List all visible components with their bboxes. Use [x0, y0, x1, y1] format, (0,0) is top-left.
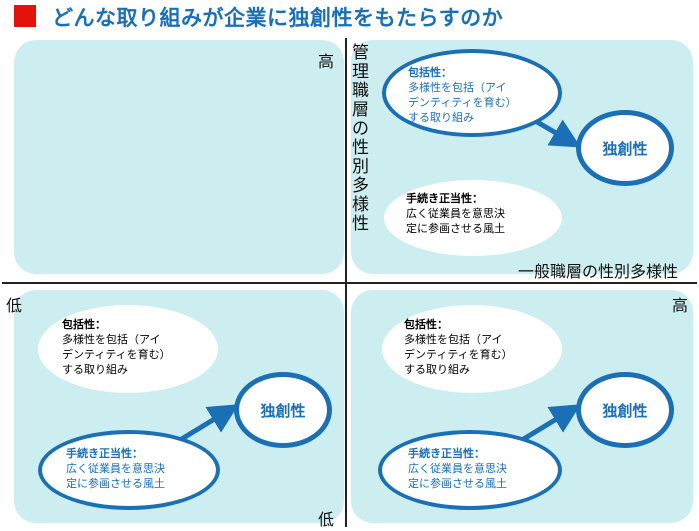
procedural-bubble-br: 手続き正当性： 広く従業員を意思決 定に参画させる風土	[378, 430, 562, 510]
inclusion-text-line: する取り組み	[408, 111, 474, 124]
diagram-title: どんな取り組みが企業に独創性をもたらすのか	[52, 6, 504, 30]
inclusion-bubble-br: 包括性： 多様性を包括（アイ デンティティを育む） する取り組み	[382, 305, 562, 393]
inclusion-heading: 包括性：	[408, 66, 452, 79]
inclusion-text-line: デンティティを育む）	[62, 348, 171, 361]
inclusion-text-line: デンティティを育む）	[404, 348, 513, 361]
title-bar: どんな取り組みが企業に独創性をもたらすのか	[0, 0, 699, 36]
creativity-circle-br: 独創性	[576, 372, 674, 448]
title-marker-square	[14, 5, 36, 27]
x-axis-title: 一般職層の性別多様性	[518, 262, 679, 281]
arrow-br	[520, 404, 581, 443]
inclusion-heading: 包括性：	[404, 318, 448, 331]
x-axis-low-label: 低	[6, 296, 23, 315]
inclusion-text-line: 多様性を包括（アイ	[408, 81, 507, 94]
quadrant-top-left	[14, 40, 344, 274]
procedural-text-line: 定に参画させる風土	[408, 477, 507, 490]
arrow-bl	[178, 404, 239, 443]
inclusion-bubble-bl: 包括性： 多様性を包括（アイ デンティティを育む） する取り組み	[38, 305, 218, 393]
inclusion-text-line: する取り組み	[404, 363, 470, 376]
procedural-text-line: 広く従業員を意思決	[406, 207, 505, 220]
y-axis-low-label: 低	[318, 510, 335, 529]
inclusion-text-line: デンティティを育む）	[408, 96, 517, 109]
procedural-text-line: 広く従業員を意思決	[408, 462, 507, 475]
procedural-text-line: 広く従業員を意思決	[66, 462, 165, 475]
x-axis-high-label: 高	[672, 296, 689, 315]
procedural-heading: 手続き正当性：	[406, 192, 483, 205]
inclusion-bubble-tr: 包括性： 多様性を包括（アイ デンティティを育む） する取り組み	[382, 49, 562, 137]
x-axis-line	[2, 282, 697, 284]
procedural-bubble-tr: 手続き正当性： 広く従業員を意思決 定に参画させる風土	[384, 180, 562, 256]
creativity-circle-tr: 独創性	[576, 110, 674, 186]
inclusion-heading: 包括性：	[62, 318, 106, 331]
creativity-circle-bl: 独創性	[234, 372, 332, 448]
y-axis-high-label: 高	[318, 52, 335, 71]
procedural-bubble-bl: 手続き正当性： 広く従業員を意思決 定に参画させる風土	[38, 430, 220, 510]
procedural-heading: 手続き正当性：	[66, 447, 143, 460]
procedural-text-line: 定に参画させる風土	[66, 477, 165, 490]
inclusion-text-line: 多様性を包括（アイ	[62, 333, 161, 346]
y-axis-title: 管理職層の性別多様性	[352, 43, 369, 234]
procedural-heading: 手続き正当性：	[408, 447, 485, 460]
y-axis-line	[345, 38, 347, 527]
inclusion-text-line: 多様性を包括（アイ	[404, 333, 503, 346]
inclusion-text-line: する取り組み	[62, 363, 128, 376]
procedural-text-line: 定に参画させる風土	[406, 222, 505, 235]
